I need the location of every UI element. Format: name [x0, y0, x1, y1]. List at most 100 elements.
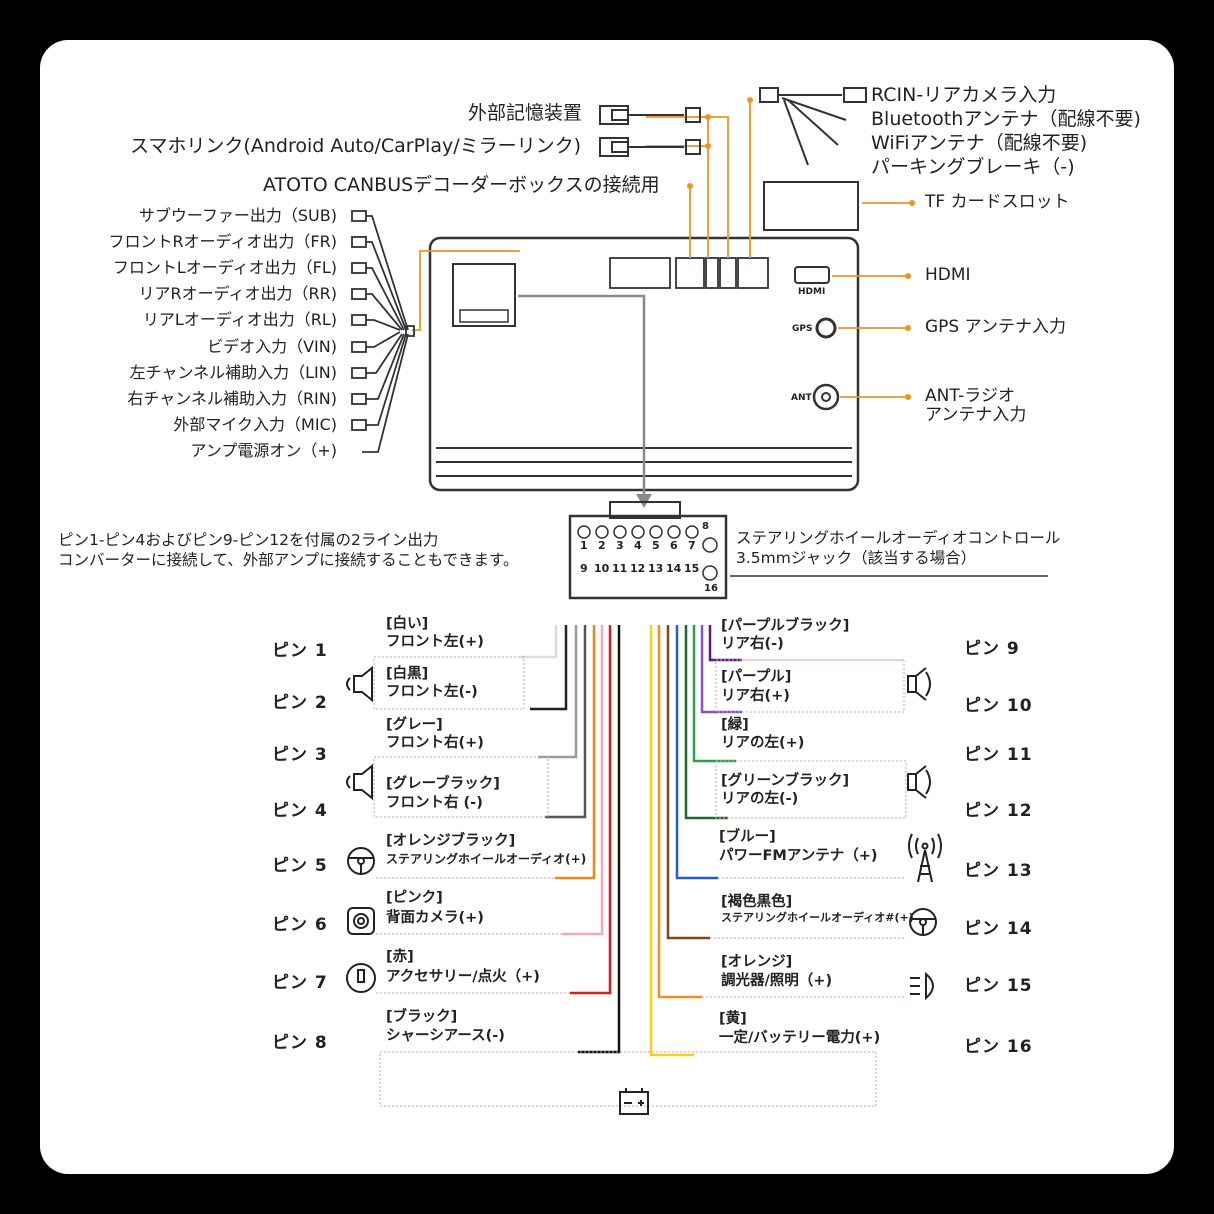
ant-port-icon [812, 383, 840, 411]
pin-number: 13 [648, 562, 664, 575]
pin-label: ピン 4 [272, 801, 328, 821]
battery-icon [619, 1088, 649, 1115]
usb-plugs [599, 105, 701, 157]
wire-function-label: フロント左(-) [386, 684, 478, 700]
pin-label: ピン 10 [964, 696, 1033, 716]
pin-label: ピン 1 [272, 641, 328, 661]
pin-label: ピン 12 [964, 801, 1033, 821]
wire-function-label: ステアリングホイールオーディオ#(+) [721, 911, 914, 924]
pin-number: 2 [598, 539, 606, 552]
wire-function-label: リアの左(+) [721, 735, 805, 751]
audio-output-label: リアRオーディオ出力（RR) [138, 284, 337, 303]
wire-function-label: 調光器/照明（+) [721, 973, 833, 989]
pin-label: ピン 5 [272, 856, 328, 876]
wire-function-label: アクセサリー/点火（+) [386, 969, 540, 985]
headlight-icon [910, 971, 934, 1001]
label-ant-2: アンテナ入力 [925, 405, 1027, 425]
label-canbus: ATOTO CANBUSデコーダーボックスの接続用 [263, 174, 660, 196]
pin-label: ピン 15 [964, 976, 1033, 996]
pin-label: ピン 16 [964, 1037, 1033, 1057]
wire-function-label: 一定/バッテリー電力(+) [719, 1030, 881, 1046]
wire-color-label: [白黒] [386, 666, 429, 682]
pin-label: ピン 11 [964, 745, 1033, 765]
wire-color-label: [オレンジブラック] [386, 833, 516, 849]
wire-color-label: [白い] [386, 616, 429, 632]
wire-color-label: [ブラック] [386, 1009, 458, 1025]
note-line-2: コンバーターに接続して、外部アンプに接続することもできます。 [58, 551, 519, 569]
gps-device-label: GPS [792, 324, 813, 334]
wire-function-label: 背面カメラ(+) [386, 910, 484, 926]
wire-color-label: [オレンジ] [721, 954, 793, 970]
speaker-icon [907, 765, 931, 799]
pin-number: 6 [670, 539, 678, 552]
wire-color-label: [グレーブラック] [386, 776, 500, 792]
steering-wheel-icon [347, 847, 375, 875]
harness-socket [452, 263, 516, 327]
pin-number: 4 [634, 539, 642, 552]
note-line-1: ピン1-ピン4およびピン9-ピン12を付属の2ライン出力 [58, 531, 439, 549]
pin-label: ピン 7 [272, 973, 328, 993]
pin-label: ピン 3 [272, 745, 328, 765]
wire-color-label: [グレー] [386, 717, 443, 733]
pin-number: 5 [652, 539, 660, 552]
label-tf: TF カードスロット [925, 192, 1070, 212]
wire-function-label: リアの左(-) [721, 791, 799, 807]
rcin-cable-bundle [759, 87, 867, 166]
steering-note-line-2: 3.5mmジャック（該当する場合） [736, 549, 977, 567]
pin-number: 14 [666, 562, 682, 575]
wire-color-label: [緑] [721, 717, 749, 733]
pin-number: 3 [616, 539, 624, 552]
speaker-icon [346, 665, 373, 703]
audio-output-label: フロントLオーディオ出力（FL) [112, 258, 337, 277]
pin-label: ピン 8 [272, 1033, 328, 1053]
pin-label: ピン 2 [272, 693, 328, 713]
wire-color-label: [パープル] [721, 669, 792, 685]
wire-function-label: リア右(+) [721, 688, 790, 704]
wire-function-label: リア右(-) [721, 636, 784, 652]
wire-color-label: [褐色黒色] [721, 894, 793, 910]
hdmi-port-icon [794, 266, 830, 284]
label-gps: GPS アンテナ入力 [925, 317, 1066, 337]
hdmi-device-label: HDMI [798, 287, 826, 297]
pin-number: 15 [684, 562, 700, 575]
pin-label: ピン 14 [964, 919, 1033, 939]
pin-number: 12 [630, 562, 646, 575]
audio-output-label: アンプ電源オン（+) [190, 441, 337, 460]
label-parking: パーキングブレーキ（-) [871, 156, 1075, 178]
pin-number: 10 [594, 562, 610, 575]
pin-number: 1 [580, 539, 588, 552]
ant-device-label: ANT [791, 393, 812, 403]
wire-function-label: フロント左(+) [386, 634, 484, 650]
16-pin-connector [568, 501, 728, 600]
antenna-icon [908, 833, 942, 883]
wire-function-label: シャーシアース(-) [386, 1028, 505, 1044]
wire-function-label: フロント右(+) [386, 735, 484, 751]
audio-output-label: 外部マイク入力（MIC) [173, 415, 337, 434]
tf-card-slot [763, 181, 859, 231]
wire-color-label: [赤] [386, 949, 414, 965]
label-storage: 外部記憶装置 [468, 102, 583, 124]
pin-label: ピン 13 [964, 861, 1033, 881]
gps-port-icon [815, 317, 837, 339]
rca-bundle [351, 210, 415, 453]
label-rcin: RCIN-リアカメラ入力 [871, 84, 1057, 106]
pin-label: ピン 6 [272, 915, 328, 935]
pin-number: 8 [702, 521, 709, 532]
audio-output-label: 左チャンネル補助入力（LIN) [129, 363, 337, 382]
audio-output-label: リアLオーディオ出力（RL) [142, 310, 337, 329]
audio-output-label: フロントRオーディオ出力（FR) [108, 232, 337, 251]
wire-color-label: [パープルブラック] [721, 618, 850, 634]
steering-wheel-icon [909, 908, 937, 936]
audio-output-label: 右チャンネル補助入力（RIN) [127, 389, 337, 408]
label-smartlink: スマホリンク(Android Auto/CarPlay/ミラーリンク) [130, 135, 582, 157]
speaker-icon [907, 667, 931, 701]
camera-icon [347, 907, 375, 935]
audio-output-label: サブウーファー出力（SUB) [138, 206, 337, 225]
label-wifi: WiFiアンテナ（配線不要) [871, 132, 1088, 154]
wire-color-label: [グリーンブラック] [721, 773, 850, 789]
steering-note-line-1: ステアリングホイールオーディオコントロール [736, 529, 1061, 547]
wire-function-label: ステアリングホイールオーディオ(+) [386, 852, 587, 866]
wire-color-label: [ブルー] [719, 829, 776, 845]
pin-number: 11 [612, 562, 628, 575]
